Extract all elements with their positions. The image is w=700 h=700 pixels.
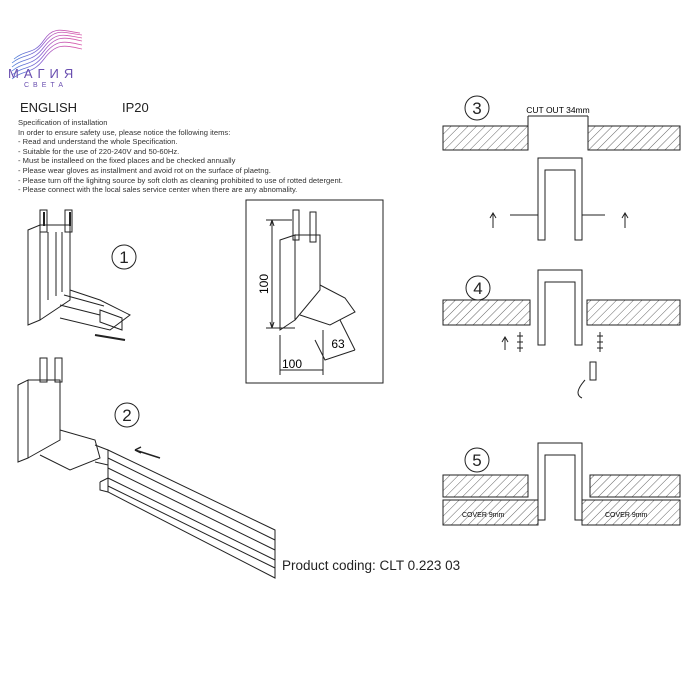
protection-rating: IP20 bbox=[122, 100, 149, 115]
spec-intro: In order to ensure safety use, please no… bbox=[18, 127, 231, 137]
dimension-drawing bbox=[266, 209, 356, 375]
step-marker bbox=[465, 275, 491, 301]
cover-label-right: COVER 9mm bbox=[605, 512, 648, 519]
cutout-label: CUT OUT 34mm bbox=[526, 105, 589, 115]
step3-cutout-drawing bbox=[442, 115, 681, 241]
step1-corner-drawing bbox=[27, 209, 131, 341]
product-coding: Product coding: CLT 0.223 03 bbox=[282, 558, 461, 573]
cover-label-left: COVER 9mm bbox=[462, 512, 505, 519]
brand-name: МАГИЯ bbox=[8, 66, 79, 81]
spec-item: - Please connect with the local sales se… bbox=[18, 185, 298, 195]
dimension-height: 100 bbox=[257, 274, 271, 294]
step-marker bbox=[111, 244, 137, 270]
linear-profile-drawing bbox=[99, 446, 276, 579]
step-4-number: 4 bbox=[473, 279, 482, 298]
dimension-width: 100 bbox=[282, 357, 302, 371]
step-marker bbox=[464, 95, 490, 121]
spec-item: - Please turn off the lighitng source by… bbox=[18, 175, 343, 185]
step5-cover-drawing bbox=[442, 442, 681, 526]
brand-logo-icon bbox=[11, 29, 83, 80]
step-2-number: 2 bbox=[122, 406, 131, 425]
step2-corner-drawing bbox=[17, 357, 109, 471]
step-3-number: 3 bbox=[472, 99, 481, 118]
step-marker bbox=[114, 402, 140, 428]
dimension-depth: 63 bbox=[331, 337, 345, 351]
language-heading: ENGLISH bbox=[20, 100, 78, 115]
step-marker bbox=[464, 447, 490, 473]
spec-item: - Please wear gloves as installment and … bbox=[18, 165, 271, 175]
spec-title: Specification of installation bbox=[18, 118, 108, 127]
step-5-number: 5 bbox=[472, 451, 481, 470]
specification-text: Specification of installation In order t… bbox=[18, 118, 343, 195]
step-1-number: 1 bbox=[119, 248, 128, 267]
spec-item: - Suitable for the use of 220-240V and 5… bbox=[18, 146, 180, 156]
spec-item: - Must be installeed on the fixed places… bbox=[18, 156, 236, 166]
brand-subname: СВЕТА bbox=[24, 82, 68, 89]
step4-mounting-drawing bbox=[442, 269, 681, 399]
dimension-frame bbox=[245, 199, 384, 384]
spec-item: - Read and understand the whole Specific… bbox=[18, 137, 178, 147]
